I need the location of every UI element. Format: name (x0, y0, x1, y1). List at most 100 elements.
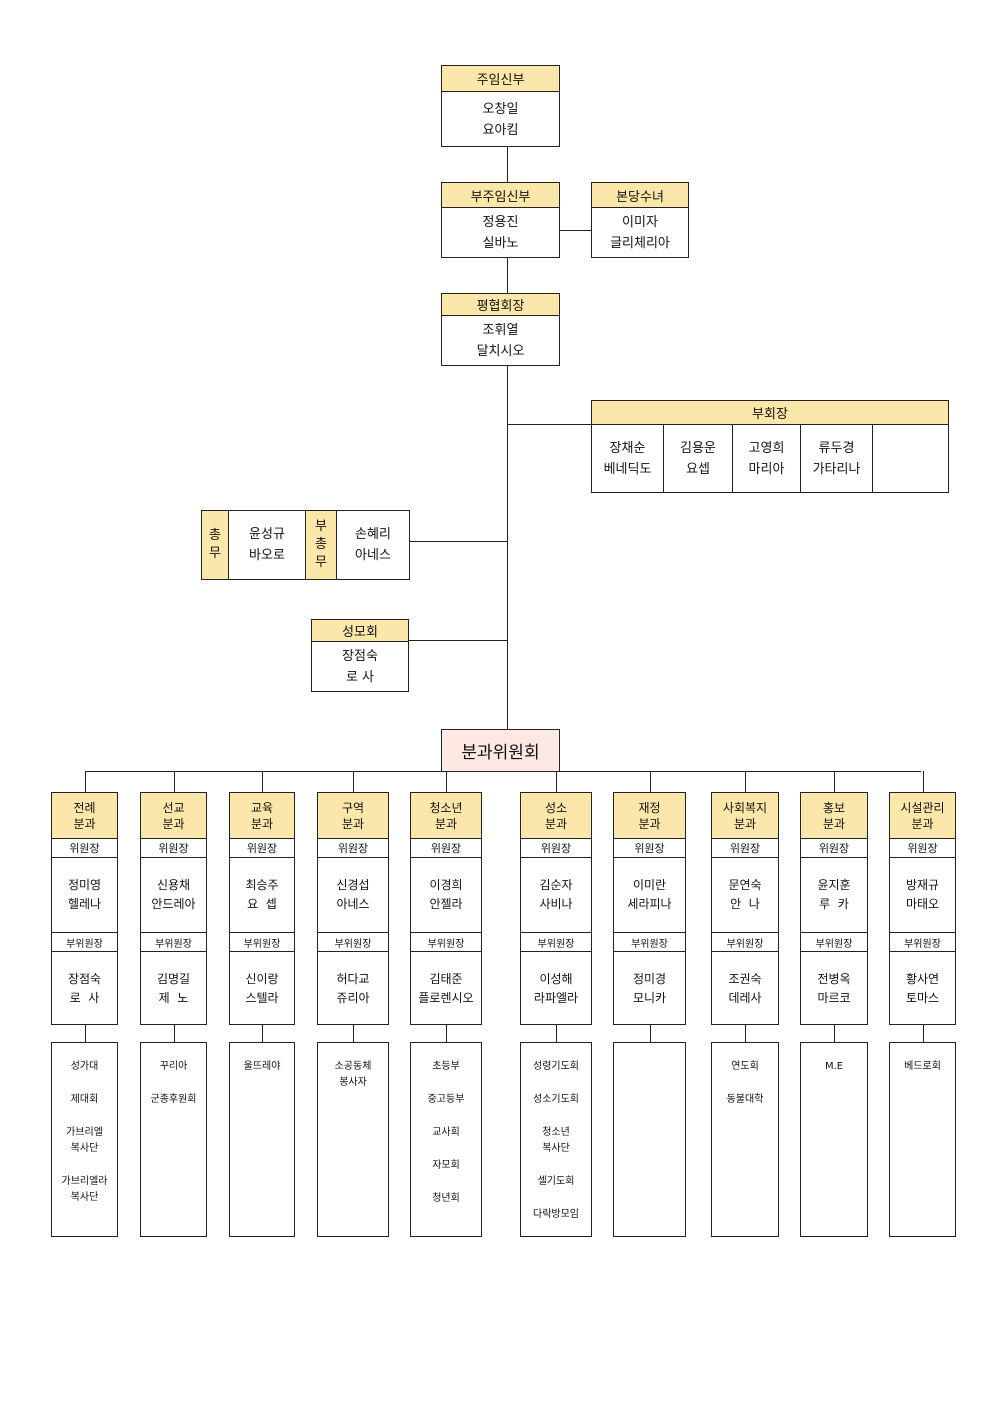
vice-general-affairs-label: 부 총 무 (306, 511, 337, 579)
group-item: M.E (824, 1061, 844, 1072)
division-drop-line (85, 771, 86, 793)
mothers-assoc-link-line (409, 640, 507, 641)
group-item: 다락방모임 (533, 1209, 579, 1220)
vice-presidents-title: 부회장 (592, 401, 948, 425)
chair-label: 위원장 (411, 839, 481, 858)
mothers-assoc-box: 성모회 장점숙 로 사 (311, 619, 409, 692)
group-item: 가브리엘라 복사단 (61, 1176, 108, 1203)
vice-chair-label: 부위원장 (141, 932, 206, 952)
group-item: 소공동체 봉사자 (334, 1061, 372, 1088)
council-president-saint: 달치시오 (476, 344, 525, 359)
group-item: 베드로회 (904, 1061, 941, 1072)
council-president-box: 평협회장 조휘열 달치시오 (441, 293, 560, 366)
group-item: 울뜨레야 (243, 1061, 281, 1072)
division-drop-line (745, 771, 746, 793)
division-bus-line (86, 771, 921, 772)
division-groups-box: 소공동체 봉사자 (317, 1042, 389, 1237)
division-drop-line (262, 771, 263, 793)
division-drop-line (834, 771, 835, 793)
group-item: 꾸리아 (159, 1061, 188, 1072)
vice-chair-label: 부위원장 (890, 932, 955, 952)
vice-chair-label: 부위원장 (521, 932, 591, 952)
pastor-box: 주임신부 오창일 요아킴 (441, 65, 560, 147)
chair-label: 위원장 (712, 839, 778, 858)
chair-label: 위원장 (801, 839, 867, 858)
sister-link-line (560, 230, 592, 231)
group-item: 연도회 (731, 1061, 759, 1072)
vice-chair-label: 부위원장 (230, 932, 294, 952)
chair-label: 위원장 (890, 839, 955, 858)
division-groups-box: M.E (800, 1042, 868, 1237)
sister-title: 본당수녀 (592, 183, 688, 208)
group-link-line (923, 1024, 924, 1042)
sister-name: 이미자 (622, 215, 658, 230)
sister-saint: 글리체리아 (610, 236, 670, 251)
mothers-assoc-name: 장점숙 (342, 649, 378, 664)
vice-president-link-line (507, 424, 592, 425)
division-groups-box: 울뜨레야 (229, 1042, 295, 1237)
assistant-pastor-title: 부주임신부 (442, 183, 559, 208)
general-affairs-person: 윤성규 바오로 (229, 511, 306, 579)
vice-general-affairs-person: 손혜리 아네스 (355, 527, 391, 563)
group-link-line (834, 1024, 835, 1042)
group-item: 가브리엘 복사단 (66, 1127, 103, 1154)
chair-label: 위원장 (521, 839, 591, 858)
division-drop-line (174, 771, 175, 793)
vice-president-4: 류두경 가타리나 (801, 425, 873, 493)
group-item: 성령기도회 (533, 1061, 579, 1072)
group-item: 제대회 (70, 1094, 99, 1105)
group-item: 동불대학 (726, 1094, 764, 1105)
vice-chair-label: 부위원장 (614, 932, 685, 952)
vice-president-3: 고영희 마리아 (733, 425, 801, 493)
chair-label: 위원장 (141, 839, 206, 858)
chair-label: 위원장 (318, 839, 388, 858)
division-drop-line (556, 771, 557, 793)
group-link-line (85, 1024, 86, 1042)
vice-chair-label: 부위원장 (411, 932, 481, 952)
general-affairs-label: 총 무 (202, 511, 229, 579)
group-link-line (353, 1024, 354, 1042)
group-item: 청년회 (432, 1193, 460, 1204)
group-item: 청소년 복사단 (542, 1127, 570, 1154)
division-drop-line (446, 771, 447, 793)
general-affairs-link-line (409, 541, 507, 542)
group-link-line (556, 1024, 557, 1042)
vice-chair-label: 부위원장 (318, 932, 388, 952)
division-groups-box (613, 1042, 686, 1237)
pastor-saint: 요아킴 (482, 123, 519, 138)
vice-president-2: 김용운 요셉 (664, 425, 733, 493)
assistant-pastor-box: 부주임신부 정용진 실바노 (441, 182, 560, 258)
assistant-pastor-saint: 실바노 (482, 236, 519, 251)
